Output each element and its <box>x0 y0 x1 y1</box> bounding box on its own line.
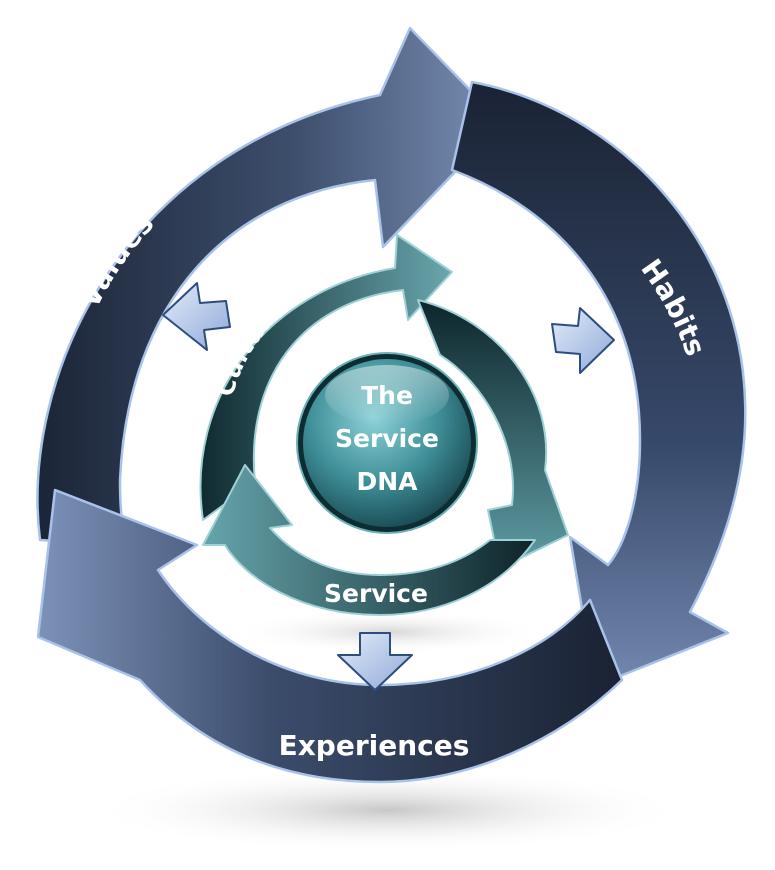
hub-highlight <box>325 365 449 425</box>
outer-arrow-values <box>36 26 504 547</box>
center-title-line2: Service <box>335 424 439 453</box>
outer-cycle <box>36 26 747 784</box>
pointer-arrows <box>162 282 615 691</box>
center-title-line1: The <box>361 381 413 410</box>
inner-arrow-attitude <box>417 299 569 569</box>
outer-arrow-experiences <box>36 488 624 784</box>
inner-arrow-culture <box>199 234 453 521</box>
inner-arrow-service <box>202 464 536 616</box>
pointer-arrow-up-left <box>162 282 231 351</box>
label-service: Service <box>324 579 428 608</box>
pointer-arrow-right <box>551 307 615 374</box>
inner-cycle <box>199 234 569 616</box>
label-experiences: Experiences <box>279 729 470 762</box>
pointer-arrow-down <box>337 632 413 691</box>
outer-arrow-habits <box>450 80 747 688</box>
floor-shadow <box>88 768 688 852</box>
center-title-line3: DNA <box>356 467 418 496</box>
center-hub: The Service DNA <box>296 352 478 534</box>
